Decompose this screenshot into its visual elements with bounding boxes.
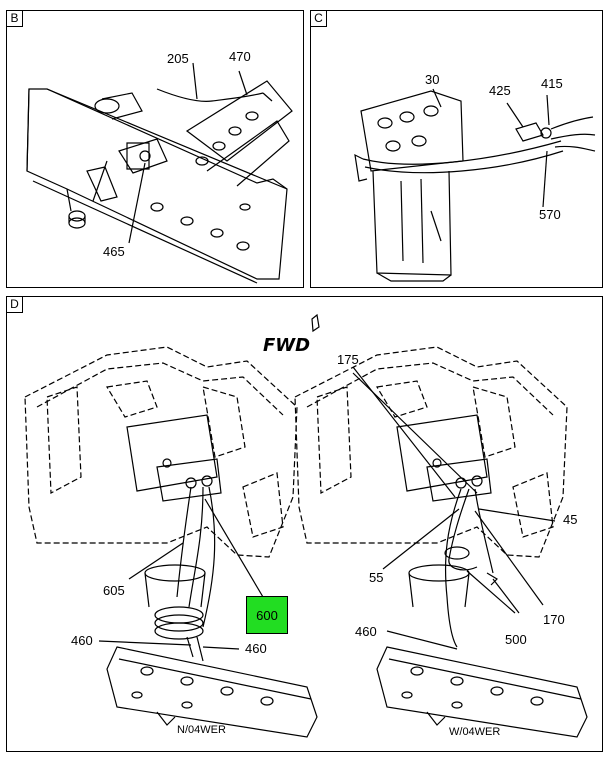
callout-55: 55 [369, 570, 384, 585]
panel-d: D FWD [6, 296, 603, 752]
panel-c-tag: C [311, 11, 327, 27]
fwd-arrow-icon [7, 297, 604, 753]
caption-right-view: W/04WER [449, 726, 501, 738]
panel-c: C [310, 10, 603, 288]
callout-460-right: 460 [355, 624, 377, 639]
callout-600: 600 [256, 607, 278, 623]
callout-465: 465 [103, 244, 125, 259]
panel-d-tag: D [7, 297, 23, 313]
callout-30: 30 [425, 72, 440, 87]
callout-175: 175 [337, 352, 359, 367]
callout-605: 605 [103, 583, 125, 598]
callout-460-left-a: 460 [71, 633, 93, 648]
callout-600-highlight: 600 [246, 596, 288, 634]
callout-570: 570 [539, 207, 561, 222]
callout-415: 415 [541, 76, 563, 91]
panel-b-illustration [7, 11, 305, 289]
callout-500: 500 [505, 632, 527, 647]
callout-170: 170 [543, 612, 565, 627]
panel-b: B [6, 10, 304, 288]
panel-c-illustration [311, 11, 604, 289]
fwd-label: FWD [263, 335, 311, 356]
callout-425: 425 [489, 83, 511, 98]
callout-470: 470 [229, 49, 251, 64]
caption-left-view: N/04WER [177, 724, 226, 736]
callout-45: 45 [563, 512, 578, 527]
callout-205: 205 [167, 51, 189, 66]
callout-460-left-b: 460 [245, 641, 267, 656]
panel-b-tag: B [7, 11, 23, 27]
